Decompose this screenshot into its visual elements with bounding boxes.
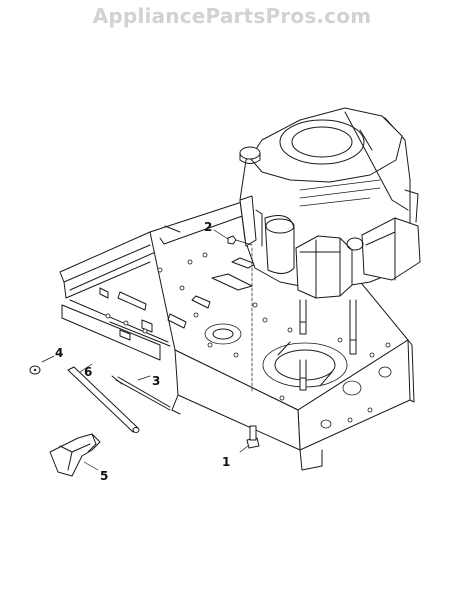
part-bolt <box>239 425 260 453</box>
callout-5: 5 <box>100 469 108 483</box>
callout-4: 4 <box>55 346 63 360</box>
callout-2: 2 <box>204 220 212 234</box>
callout-1: 1 <box>222 455 230 469</box>
part-rod <box>67 363 140 433</box>
site-watermark: AppliancePartsPros.com <box>92 4 372 28</box>
part-cable <box>111 375 171 411</box>
part-bracket <box>49 433 101 477</box>
engine-assembly <box>239 107 421 391</box>
callout-6: 6 <box>84 365 92 379</box>
part-lock-nut <box>29 355 55 375</box>
chassis-frame <box>59 199 415 471</box>
callout-3: 3 <box>152 374 160 388</box>
part-nut <box>213 229 253 393</box>
